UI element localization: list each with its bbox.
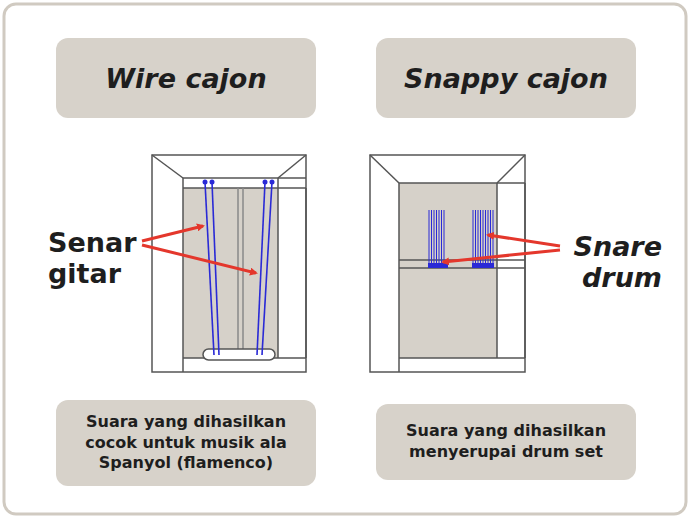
- caption-text: Suara yang dihasilkan menyerupai drum se…: [376, 417, 636, 467]
- part-label: Snare drum: [562, 231, 662, 293]
- title-box: Wire cajon: [56, 38, 316, 118]
- title-text: Wire cajon: [105, 63, 266, 94]
- title-text: Snappy cajon: [404, 63, 608, 94]
- caption-box: Suara yang dihasilkan menyerupai drum se…: [376, 404, 636, 480]
- frame: [4, 4, 686, 514]
- leader-lines: [142, 226, 560, 273]
- snappy-cajon: [370, 155, 525, 372]
- wire-cajon: [152, 155, 306, 372]
- part-label: Senar gitar: [48, 227, 143, 289]
- caption-box: Suara yang dihasilkan cocok untuk musik …: [56, 400, 316, 486]
- caption-text: Suara yang dihasilkan cocok untuk musik …: [56, 408, 316, 478]
- title-box: Snappy cajon: [376, 38, 636, 118]
